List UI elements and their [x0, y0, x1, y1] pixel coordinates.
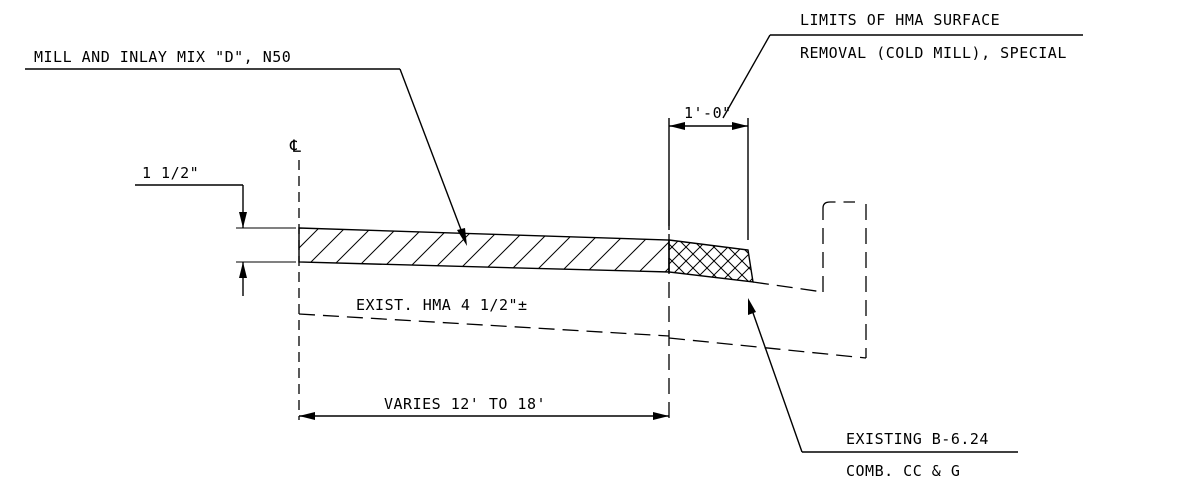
hatch-line: [674, 240, 726, 282]
hatch-line: [773, 236, 823, 286]
hatch-line: [730, 240, 753, 282]
thickness-dimension: 1 1/2": [135, 164, 296, 296]
hatch-line: [787, 236, 837, 286]
limits-label-line1: LIMITS OF HMA SURFACE: [800, 11, 1000, 29]
hatch-line: [299, 228, 300, 272]
one-foot-label: 1'-0": [684, 104, 732, 122]
existing-curb-line1: EXISTING B-6.24: [846, 430, 989, 448]
hatch-line: [759, 236, 809, 286]
hatch-line: [476, 228, 534, 272]
existing-hma-label-group: EXIST. HMA 4 1/2"±: [356, 296, 528, 314]
varies-label: VARIES 12' TO 18': [384, 395, 546, 413]
hatch-line: [759, 236, 809, 286]
hatch-line: [299, 228, 326, 272]
centerline: ℄: [289, 137, 301, 420]
hatch-line: [669, 240, 670, 282]
hatch-line: [502, 228, 560, 272]
hatch-line: [688, 240, 740, 282]
hatch-line: [801, 236, 851, 286]
existing-pavement: [298, 201, 867, 359]
existing-curb-callout: EXISTING B-6.24 COMB. CC & G: [748, 298, 1018, 480]
hatch-line: [669, 240, 670, 282]
hatch-line: [773, 236, 823, 286]
centerline-symbol: ℄: [289, 137, 301, 157]
hatch-line: [580, 228, 638, 272]
hatch-line: [398, 228, 456, 272]
mill-inlay-callout: MILL AND INLAY MIX "D", N50: [25, 48, 467, 246]
hatch-line: [632, 228, 669, 272]
thickness-label: 1 1/2": [142, 164, 199, 182]
limits-label-line2: REMOVAL (COLD MILL), SPECIAL: [800, 44, 1067, 62]
mill-inlay-label: MILL AND INLAY MIX "D", N50: [34, 48, 291, 66]
hatch-line: [787, 236, 837, 286]
cold-mill-region: [668, 236, 851, 286]
existing-hma-label: EXIST. HMA 4 1/2"±: [356, 296, 528, 314]
existing-curb-line2: COMB. CC & G: [846, 462, 960, 480]
one-foot-dimension: 1'-0": [668, 104, 749, 240]
hatch-line: [320, 228, 378, 272]
hatch-line: [299, 228, 352, 272]
hatch-line: [669, 240, 684, 282]
varies-dimension: VARIES 12' TO 18': [299, 395, 669, 420]
hatch-line: [801, 236, 851, 286]
hatch-line: [424, 228, 482, 272]
hatch-line: [658, 228, 669, 272]
hatch-line: [606, 228, 664, 272]
hatch-line: [685, 222, 741, 278]
limits-callout: LIMITS OF HMA SURFACE REMOVAL (COLD MILL…: [722, 11, 1083, 119]
